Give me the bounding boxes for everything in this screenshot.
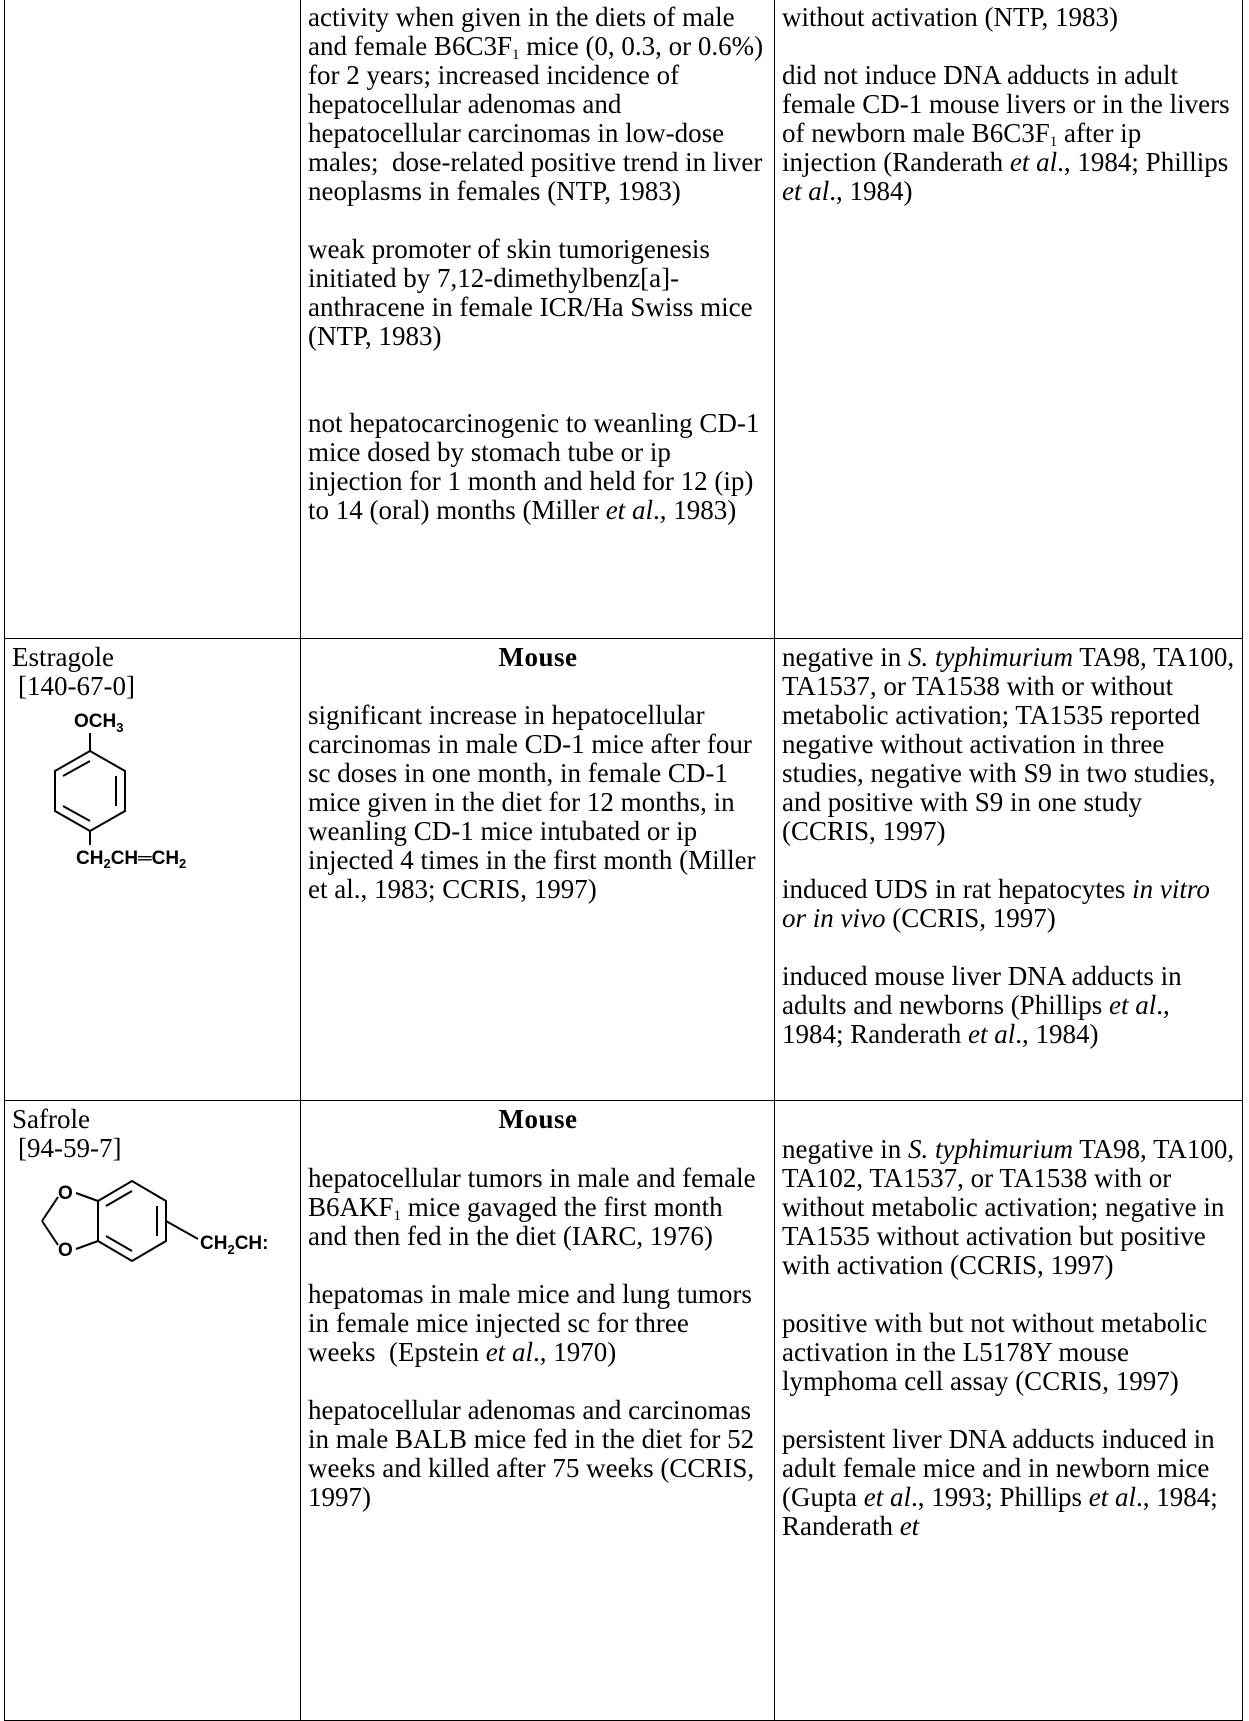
methoxy-label: OCH3 <box>74 711 123 735</box>
studies-cell: activity when given in the diets of male… <box>300 0 775 639</box>
genotox-text: without activation (NTP, 1983) <box>782 2 1118 32</box>
study-text: significant increase in hepatocellular c… <box>308 700 756 904</box>
study-text: weak promoter of skin tumorigenesis init… <box>308 234 753 351</box>
study-text: activity when given in the diets of male… <box>308 2 764 206</box>
agent-cas-number: [94-59-7] <box>18 1133 122 1163</box>
agent-name: Safrole <box>12 1104 90 1134</box>
agent-cell <box>4 0 301 639</box>
genotox-text: induced mouse liver DNA adducts in adult… <box>782 961 1182 1049</box>
genotox-text: negative in S. typhimurium TA98, TA100, … <box>782 642 1235 846</box>
studies-cell: Mouse hepatocellular tumors in male and … <box>300 1100 775 1721</box>
agent-cell: Safrole [94-59-7] O O CH2CH: <box>4 1100 301 1721</box>
genotox-text: persistent liver DNA adducts induced in … <box>782 1424 1218 1541</box>
genotox-text: positive with but not without metabolic … <box>782 1308 1208 1396</box>
genotox-text: induced UDS in rat hepatocytes in vitro … <box>782 874 1210 933</box>
genotoxicity-cell: without activation (NTP, 1983) did not i… <box>774 0 1243 639</box>
safrole-structure: O O CH2CH: <box>41 1179 268 1263</box>
species-header: Mouse <box>498 1104 578 1134</box>
estragole-structure: OCH3 <box>54 711 126 845</box>
study-text: hepatocellular tumors in male and female… <box>308 1163 756 1251</box>
agent-name: Estragole <box>12 642 114 672</box>
side-chain-label: CH2CH: <box>200 1233 268 1257</box>
table-row: Estragole [140-67-0] OCH3 CH2CH═CH2 Mous… <box>4 638 1243 1101</box>
study-text: hepatocellular adenomas and carcinomas i… <box>308 1395 755 1512</box>
ring-oxygen-label: O <box>58 1183 73 1204</box>
genotox-text: negative in S. typhimurium TA98, TA100, … <box>782 1134 1235 1280</box>
genotoxicity-cell: negative in S. typhimurium TA98, TA100, … <box>774 1100 1243 1721</box>
table-row: activity when given in the diets of male… <box>4 0 1243 639</box>
study-text: not hepatocarcinogenic to weanling CD-1 … <box>308 408 760 525</box>
genotoxicity-cell: negative in S. typhimurium TA98, TA100, … <box>774 638 1243 1101</box>
study-text: hepatomas in male mice and lung tumors i… <box>308 1279 752 1367</box>
studies-cell: Mouse significant increase in hepatocell… <box>300 638 775 1101</box>
species-header: Mouse <box>498 642 578 672</box>
agent-cas-number: [140-67-0] <box>18 671 135 701</box>
genotox-text: did not induce DNA adducts in adult fema… <box>782 60 1230 206</box>
agent-cell: Estragole [140-67-0] OCH3 CH2CH═CH2 <box>4 638 301 1101</box>
allyl-label: CH2CH═CH2 <box>76 848 187 871</box>
ring-oxygen-label: O <box>58 1240 73 1261</box>
carcinogenicity-table: activity when given in the diets of male… <box>4 0 1243 1721</box>
table-row: Safrole [94-59-7] O O CH2CH: Mouse hepat… <box>4 1100 1243 1721</box>
